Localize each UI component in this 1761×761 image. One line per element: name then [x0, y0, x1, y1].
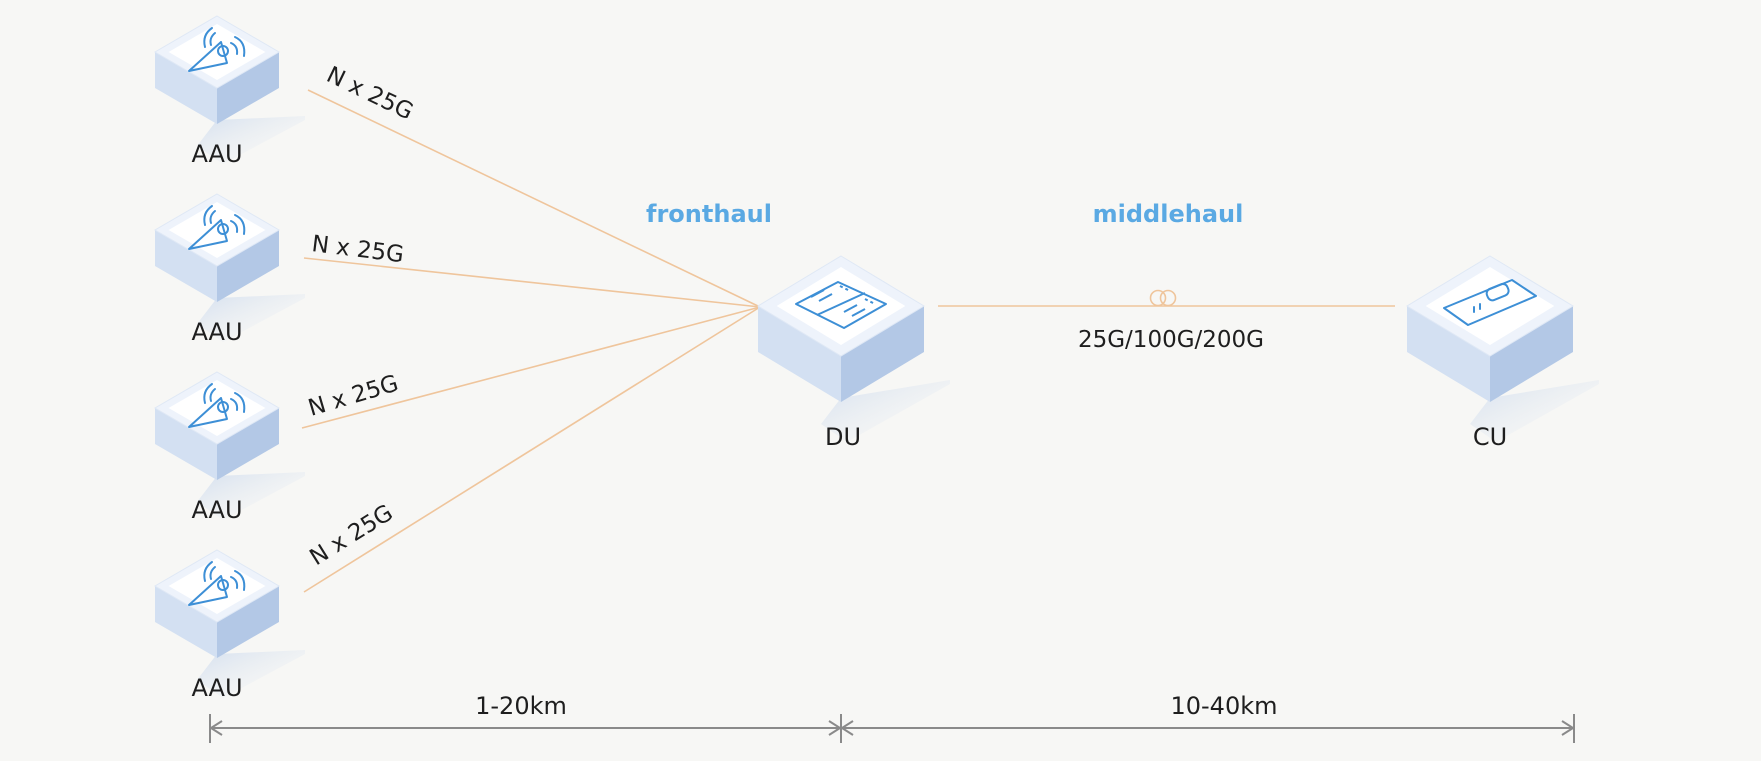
antenna-icon	[188, 383, 246, 428]
aau-node-4[interactable]: AAU	[154, 549, 305, 702]
box-left-face	[758, 306, 841, 402]
cu-node[interactable]: CU	[1406, 255, 1599, 451]
antenna-icon	[188, 561, 246, 606]
box-right-face	[1490, 306, 1573, 402]
fronthaul-link-4	[303, 306, 761, 593]
box-right-face	[841, 306, 924, 402]
aau-label-4: AAU	[191, 674, 242, 702]
shadow	[197, 472, 305, 520]
box-left-face	[155, 230, 217, 302]
shadow	[197, 650, 305, 698]
box-left-face	[155, 408, 217, 480]
arrowhead-left-start	[209, 720, 223, 736]
box-right-face	[217, 52, 279, 124]
fronthaul-link-3	[301, 306, 761, 429]
shadow	[1470, 380, 1599, 442]
shadow	[821, 380, 950, 442]
box-right-face	[217, 586, 279, 658]
aau-node-3[interactable]: AAU	[154, 371, 305, 524]
fronthaul-link-2	[303, 257, 761, 308]
fronthaul-label-1: N x 25G	[322, 62, 417, 125]
fronthaul-links	[301, 89, 761, 593]
antenna-icon	[188, 27, 246, 72]
middlehaul-link-label: 25G/100G/200G	[1078, 327, 1264, 353]
distance-scale	[209, 714, 1575, 743]
shadow	[197, 294, 305, 342]
box-top-inset	[168, 24, 266, 80]
aau-label-3: AAU	[191, 496, 242, 524]
du-label: DU	[825, 423, 861, 451]
shadow	[197, 116, 305, 164]
distance-label-left: 1-20km	[475, 692, 567, 720]
box-left-face	[1407, 306, 1490, 402]
server-rack-icon	[795, 281, 887, 329]
section-fronthaul: fronthaul	[646, 200, 772, 228]
aau-label-1: AAU	[191, 140, 242, 168]
cu-label: CU	[1473, 423, 1507, 451]
box-top-inset	[168, 202, 266, 258]
fronthaul-label-4: N x 25G	[305, 500, 397, 571]
aau-node-1[interactable]: AAU	[154, 15, 305, 168]
aau-node-2[interactable]: AAU	[154, 193, 305, 346]
fronthaul-link-1	[307, 89, 761, 308]
middlehaul-link-group	[938, 289, 1395, 307]
section-middlehaul: middlehaul	[1093, 200, 1244, 228]
aau-label-2: AAU	[191, 318, 242, 346]
fiber-coil-icon	[1149, 289, 1177, 307]
box-right-face	[217, 230, 279, 302]
fronthaul-label-2: N x 25G	[310, 231, 405, 268]
router-icon	[1443, 279, 1537, 326]
du-node[interactable]: DU	[757, 255, 950, 451]
box-right-face	[217, 408, 279, 480]
box-top-inset	[168, 380, 266, 436]
box-left-face	[155, 586, 217, 658]
box-top-inset	[168, 558, 266, 614]
arrowhead-right-start	[840, 720, 854, 736]
arrowhead-left-end	[828, 720, 842, 736]
box-left-face	[155, 52, 217, 124]
antenna-icon	[188, 205, 246, 250]
distance-label-right: 10-40km	[1170, 692, 1277, 720]
box-top-inset	[1425, 267, 1555, 345]
arrowhead-right-end	[1561, 720, 1575, 736]
